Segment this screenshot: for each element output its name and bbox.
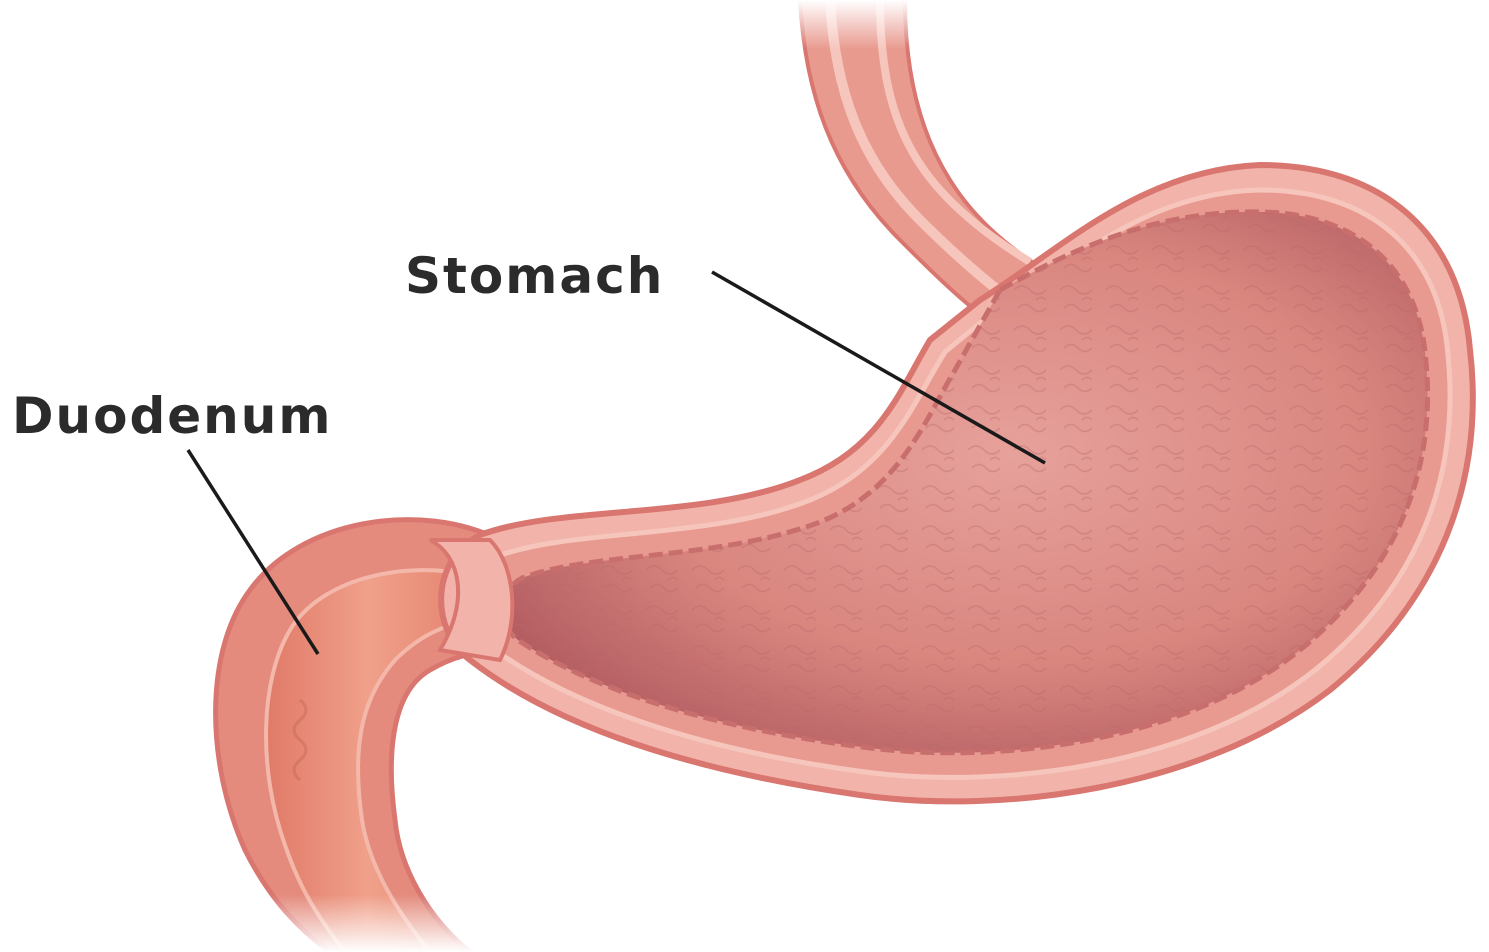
stomach-label-text: Stomach xyxy=(405,247,664,305)
duodenum-label-text: Duodenum xyxy=(12,387,332,445)
